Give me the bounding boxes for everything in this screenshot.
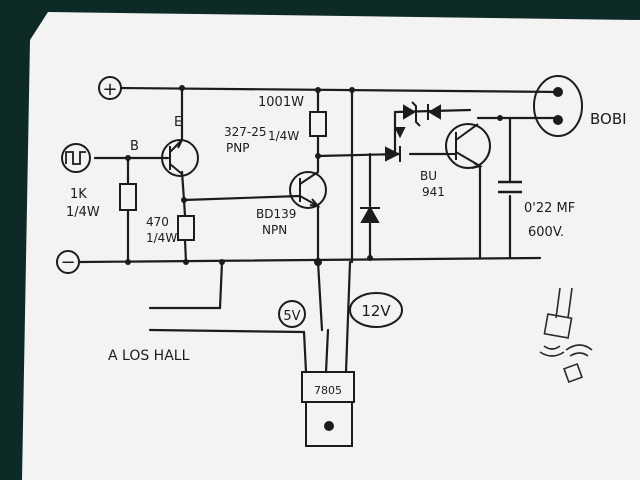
supply-5v-circle (278, 300, 306, 328)
supply-5v-label: 5V (283, 309, 300, 324)
regulator-7805 (301, 371, 355, 447)
pnp-part: 327-25 (224, 125, 267, 139)
cap-value: 0'22 MF (524, 201, 575, 216)
hall-sensor-sketch (539, 287, 593, 383)
input-signal-icon (61, 143, 91, 173)
pnp-type: PNP (226, 141, 249, 155)
resistor-1001w (309, 111, 327, 137)
supply-12v-circle (349, 292, 403, 328)
minus-terminal: − (56, 250, 80, 274)
pnp-transistor (161, 139, 199, 177)
zener-string (394, 101, 441, 139)
r1k-value: 1K (70, 187, 87, 202)
npn-part: BD139 (256, 207, 296, 221)
bu-part-b: 941 (422, 185, 445, 199)
svg-text:+: + (102, 79, 117, 100)
bu-part-a: BU (420, 169, 437, 183)
npn-type: NPN (262, 223, 287, 237)
coil-label: BOBI (590, 110, 627, 128)
svg-text:−: − (60, 252, 75, 273)
r1k-power: 1/4W (66, 205, 100, 220)
coil-terminal (533, 75, 583, 137)
resistor-1k (119, 183, 137, 211)
junction-dots (125, 85, 503, 266)
base-label: B (130, 139, 139, 154)
supply-12v-label: 12V (361, 302, 391, 320)
r1001w-power: 1/4W (268, 129, 299, 143)
plus-terminal: + (98, 76, 122, 100)
cap-voltage: 600V. (528, 225, 564, 240)
regulator-label: 7805 (314, 384, 342, 397)
resistor-470 (177, 215, 195, 241)
r1001w-value: 1001W (258, 95, 304, 110)
r470-value: 470 (146, 215, 169, 229)
hall-label: A LOS HALL (108, 348, 190, 364)
npn-transistor (289, 171, 327, 209)
emitter-label: E (174, 115, 182, 130)
capacitor (498, 180, 522, 194)
circuit-wires (78, 86, 562, 374)
diode (385, 146, 401, 162)
paper-background (22, 12, 640, 480)
bu941-transistor (445, 123, 491, 169)
r470-power: 1/4W (146, 231, 177, 245)
circuit-labels: B E 1K 1/4W 470 1/4W 1001W 1/4W 327-25 P… (66, 95, 627, 397)
zener-diode-ground (360, 205, 380, 223)
